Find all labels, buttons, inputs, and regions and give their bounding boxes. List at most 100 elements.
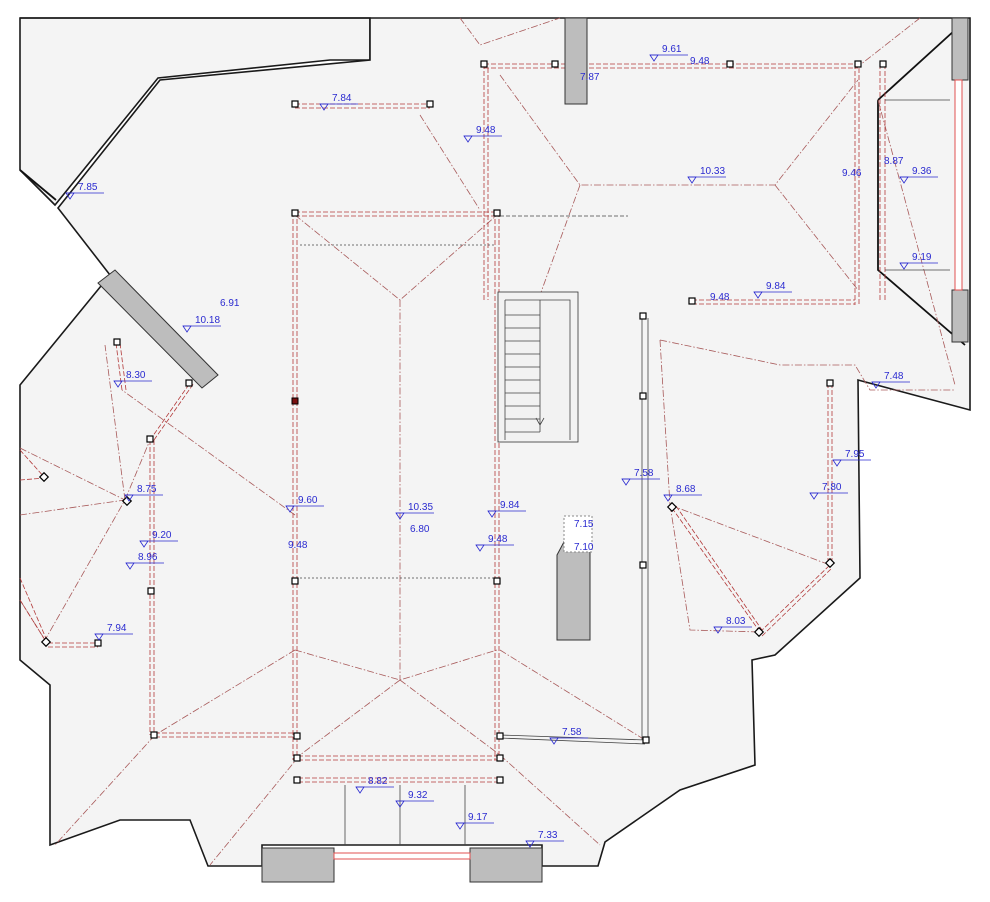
level-triangle-icon [285, 505, 295, 513]
level-marker: 9.48 [710, 292, 730, 303]
level-triangle-icon [125, 562, 135, 570]
facade-edge-left [19, 169, 57, 201]
level-marker: 9.48 [463, 125, 502, 143]
level-label: 7.10 [574, 542, 594, 553]
level-marker: 9.19 [899, 252, 938, 270]
level-triangle-icon [182, 325, 192, 333]
level-marker: 7.94 [94, 623, 133, 641]
level-label: 8.82 [368, 776, 388, 787]
level-marker: 7.80 [809, 482, 848, 500]
level-triangle-icon [713, 626, 723, 634]
window-right [954, 79, 963, 291]
chimney-box [563, 515, 593, 553]
level-label: 7.58 [562, 727, 582, 738]
level-label: 7.84 [332, 93, 352, 104]
level-marker: 9.17 [455, 812, 494, 830]
level-label: 9.32 [408, 790, 428, 801]
level-marker: 8.03 [713, 616, 752, 634]
level-marker: 7.10 [574, 542, 594, 553]
level-marker: 6.91 [220, 298, 240, 309]
level-triangle-icon [809, 492, 819, 500]
level-label: 8.96 [138, 552, 158, 563]
level-label: 9.46 [842, 168, 862, 179]
level-label: 9.17 [468, 812, 488, 823]
level-triangle-icon [113, 380, 123, 388]
level-triangle-icon [899, 262, 909, 270]
level-label: 6.91 [220, 298, 240, 309]
level-label: 9.84 [766, 281, 786, 292]
level-marker: 7.15 [574, 519, 594, 530]
level-marker: 7.48 [871, 371, 910, 389]
level-label: 8.87 [884, 156, 904, 167]
window-bottom [333, 852, 471, 860]
level-label: 6.80 [410, 524, 430, 535]
staircase [497, 291, 579, 443]
level-label: 9.84 [500, 500, 520, 511]
level-triangle-icon [687, 176, 697, 184]
level-triangle-icon [663, 494, 673, 502]
level-triangle-icon [124, 494, 134, 502]
level-marker: 9.61 [649, 44, 688, 62]
level-marker: 7.95 [832, 449, 871, 467]
level-label: 9.36 [912, 166, 932, 177]
level-label: 7.95 [845, 449, 865, 460]
level-triangle-icon [487, 510, 497, 518]
level-triangle-icon [871, 381, 881, 389]
level-marker: 9.48 [288, 540, 308, 551]
level-triangle-icon [899, 176, 909, 184]
level-label: 10.35 [408, 502, 433, 513]
facade-edge-right [877, 29, 966, 346]
level-marker: 10.18 [182, 315, 221, 333]
posts [38, 60, 887, 784]
level-marker: 8.68 [663, 484, 702, 502]
level-label: 7.15 [574, 519, 594, 530]
level-label: 9.19 [912, 252, 932, 263]
level-triangle-icon [621, 478, 631, 486]
level-triangle-icon [649, 54, 659, 62]
level-triangle-icon [395, 800, 405, 808]
level-label: 7.80 [822, 482, 842, 493]
level-triangle-icon [549, 737, 559, 745]
level-triangle-icon [832, 459, 842, 467]
level-label: 9.48 [288, 540, 308, 551]
level-label: 8.68 [676, 484, 696, 495]
roof-surface [19, 17, 971, 867]
level-triangle-icon [475, 544, 485, 552]
level-marker: 8.87 [884, 156, 904, 167]
level-marker: 7.58 [549, 727, 588, 745]
level-label: 7.33 [538, 830, 558, 841]
level-marker: 8.30 [113, 370, 152, 388]
level-marker: 9.36 [899, 166, 938, 184]
level-triangle-icon [463, 135, 473, 143]
level-label: 9.61 [662, 44, 682, 55]
level-label: 7.94 [107, 623, 127, 634]
level-marker: 6.80 [410, 524, 430, 535]
level-triangle-icon [319, 103, 329, 111]
level-label: 10.33 [700, 166, 725, 177]
level-marker: 10.33 [687, 166, 726, 184]
level-label: 7.58 [634, 468, 654, 479]
level-label: 8.75 [137, 484, 157, 495]
level-marker: 9.84 [753, 281, 792, 299]
level-label: 9.60 [298, 495, 318, 506]
level-triangle-icon [525, 840, 535, 848]
level-triangle-icon [395, 512, 405, 520]
level-label: 8.03 [726, 616, 746, 627]
level-marker: 7.33 [525, 830, 564, 848]
level-label: 9.48 [488, 534, 508, 545]
level-marker: 8.82 [355, 776, 394, 794]
level-marker: 7.87 [580, 72, 600, 83]
level-marker: 8.96 [125, 552, 164, 570]
walls [97, 17, 969, 883]
dormer-wall-left [261, 847, 335, 883]
level-label: 9.20 [152, 530, 172, 541]
chimney-diagonal [97, 269, 219, 389]
dormer-wall-right [469, 847, 543, 883]
level-marker: 9.46 [842, 168, 862, 179]
level-label: 10.18 [195, 315, 220, 326]
dormer-wall-top [951, 17, 969, 81]
dormer-wall-bottom [951, 289, 969, 343]
level-marker: 9.20 [139, 530, 178, 548]
